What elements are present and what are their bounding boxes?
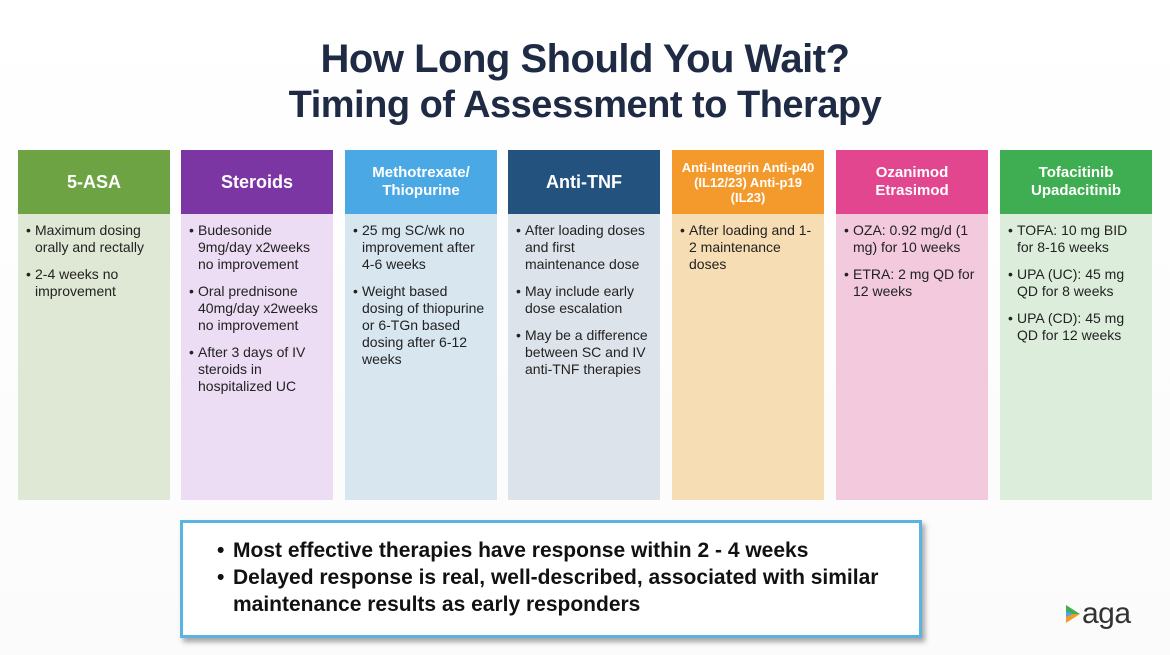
- column-body: OZA: 0.92 mg/d (1 mg) for 10 weeks ETRA:…: [836, 214, 988, 500]
- column-header: Anti-TNF: [508, 150, 660, 214]
- column-body: 25 mg SC/wk no improvement after 4-6 wee…: [345, 214, 497, 500]
- column-header: Tofacitinib Upadacitinib: [1000, 150, 1152, 214]
- column-header: Methotrexate/ Thiopurine: [345, 150, 497, 214]
- column-body: After loading and 1-2 maintenance doses: [672, 214, 824, 500]
- column-header: Ozanimod Etrasimod: [836, 150, 988, 214]
- column-body: TOFA: 10 mg BID for 8-16 weeks UPA (UC):…: [1000, 214, 1152, 500]
- column-item: Weight based dosing of thiopurine or 6-T…: [353, 283, 491, 368]
- column-item: May include early dose escalation: [516, 283, 654, 317]
- column-item: ETRA: 2 mg QD for 12 weeks: [844, 266, 982, 300]
- column-steroids: Steroids Budesonide 9mg/day x2weeks no i…: [181, 150, 333, 500]
- title-line-1: How Long Should You Wait?: [320, 37, 850, 81]
- column-item: OZA: 0.92 mg/d (1 mg) for 10 weeks: [844, 222, 982, 256]
- column-body: Maximum dosing orally and rectally 2-4 w…: [18, 214, 170, 500]
- summary-box: Most effective therapies have response w…: [180, 520, 922, 638]
- column-item: 25 mg SC/wk no improvement after 4-6 wee…: [353, 222, 491, 273]
- column-tofacitinib-upadacitinib: Tofacitinib Upadacitinib TOFA: 10 mg BID…: [1000, 150, 1152, 500]
- column-anti-tnf: Anti-TNF After loading doses and first m…: [508, 150, 660, 500]
- column-anti-integrin: Anti-Integrin Anti-p40 (IL12/23) Anti-p1…: [672, 150, 824, 500]
- column-ozanimod-etrasimod: Ozanimod Etrasimod OZA: 0.92 mg/d (1 mg)…: [836, 150, 988, 500]
- column-item: May be a difference between SC and IV an…: [516, 327, 654, 378]
- column-item: 2-4 weeks no improvement: [26, 266, 164, 300]
- column-item: UPA (CD): 45 mg QD for 12 weeks: [1008, 310, 1146, 344]
- column-body: Budesonide 9mg/day x2weeks no improvemen…: [181, 214, 333, 500]
- column-header: Anti-Integrin Anti-p40 (IL12/23) Anti-p1…: [672, 150, 824, 214]
- aga-logo: aga: [1066, 597, 1131, 630]
- summary-item: Delayed response is real, well-described…: [217, 564, 919, 618]
- column-item: After loading doses and first maintenanc…: [516, 222, 654, 273]
- column-5-asa: 5-ASA Maximum dosing orally and rectally…: [18, 150, 170, 500]
- column-item: Budesonide 9mg/day x2weeks no improvemen…: [189, 222, 327, 273]
- column-item: Maximum dosing orally and rectally: [26, 222, 164, 256]
- column-header: 5-ASA: [18, 150, 170, 214]
- column-header: Steroids: [181, 150, 333, 214]
- column-methotrexate-thiopurine: Methotrexate/ Thiopurine 25 mg SC/wk no …: [345, 150, 497, 500]
- column-item: After 3 days of IV steroids in hospitali…: [189, 344, 327, 395]
- aga-triangle-icon: [1066, 605, 1080, 623]
- column-item: TOFA: 10 mg BID for 8-16 weeks: [1008, 222, 1146, 256]
- slide-title: How Long Should You Wait? Timing of Asse…: [0, 36, 1170, 128]
- title-line-2: Timing of Assessment to Therapy: [288, 84, 882, 126]
- summary-item: Most effective therapies have response w…: [217, 537, 919, 564]
- column-body: After loading doses and first maintenanc…: [508, 214, 660, 500]
- column-item: After loading and 1-2 maintenance doses: [680, 222, 818, 273]
- column-item: UPA (UC): 45 mg QD for 8 weeks: [1008, 266, 1146, 300]
- column-item: Oral prednisone 40mg/day x2weeks no impr…: [189, 283, 327, 334]
- logo-text: aga: [1082, 597, 1131, 630]
